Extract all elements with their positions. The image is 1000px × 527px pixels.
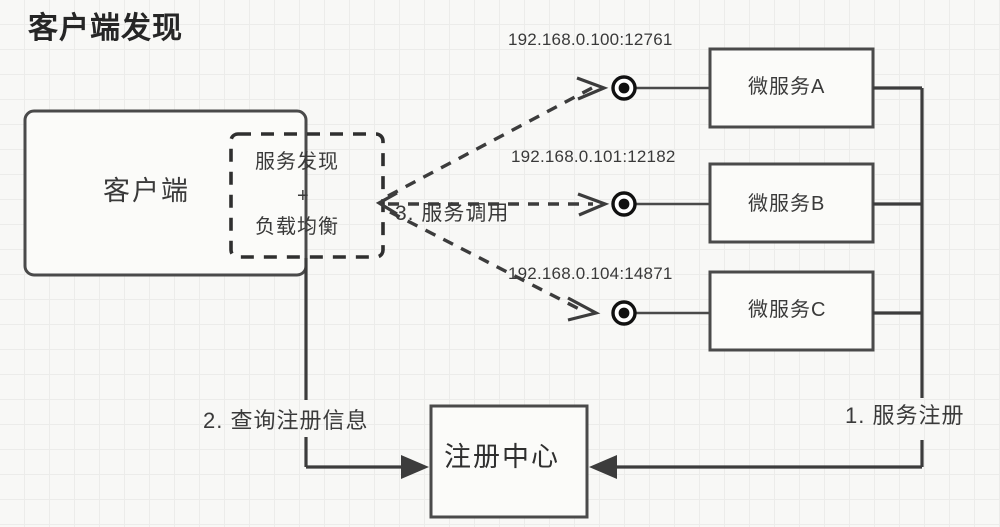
endpoint-label-a: 192.168.0.100:12761 — [508, 30, 673, 49]
query-line — [304, 258, 429, 479]
client-box-label: 客户端 — [103, 176, 190, 206]
client-box — [23, 109, 308, 277]
plus-symbol: + — [297, 185, 309, 207]
call-arrow-to-a — [387, 76, 609, 198]
registry-center-box — [429, 404, 589, 519]
registry-center-label: 注册中心 — [444, 442, 560, 472]
load-balance-label: 负载均衡 — [255, 216, 339, 238]
service-discovery-dashed-box — [229, 132, 385, 259]
registration-bus — [589, 86, 924, 479]
microservice-b-label: 微服务B — [748, 193, 826, 215]
microservice-c-label: 微服务C — [748, 299, 827, 321]
call-arrow-to-c — [389, 210, 601, 322]
endpoint-label-c: 192.168.0.104:14871 — [508, 264, 673, 283]
port-connector-c — [611, 300, 710, 326]
microservice-c-box — [708, 270, 875, 352]
service-discovery-label: 服务发现 — [255, 151, 339, 173]
port-connector-b — [611, 191, 710, 217]
page-title: 客户端发现 — [28, 12, 183, 45]
call-arrow-return-head — [375, 191, 398, 216]
step-2-label: 2. 查询注册信息 — [203, 408, 369, 433]
microservice-a-box — [708, 47, 875, 129]
endpoint-label-b: 192.168.0.101:12182 — [511, 147, 676, 166]
step-3-label: 3. 服务调用 — [395, 202, 510, 225]
call-arrow-to-b — [388, 192, 610, 217]
microservice-a-label: 微服务A — [748, 76, 826, 98]
port-connector-a — [611, 75, 710, 101]
step-1-label: 1. 服务注册 — [845, 403, 965, 428]
